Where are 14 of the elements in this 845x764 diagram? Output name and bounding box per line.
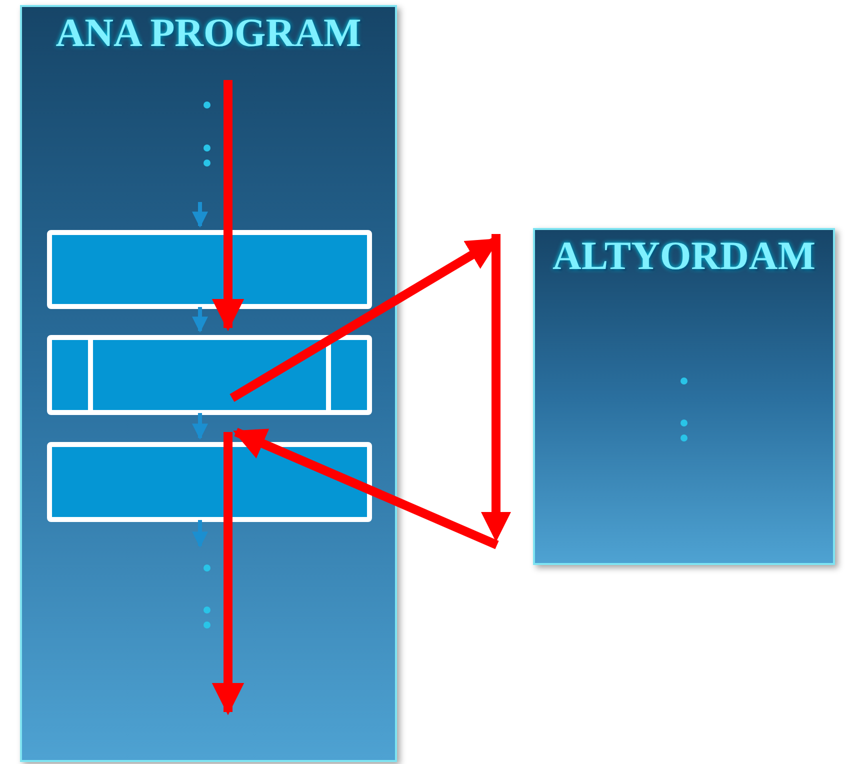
arrow [192, 202, 208, 228]
program-panel [20, 5, 397, 762]
statement-box [47, 442, 372, 522]
arrow [212, 432, 244, 716]
arrow [233, 428, 499, 550]
arrow [212, 80, 244, 332]
program-panel [533, 228, 835, 565]
arrow [192, 520, 208, 548]
panel-title: ANA PROGRAM [54, 9, 362, 57]
panel-title: ALTYORDAM [552, 232, 816, 280]
statement-box [47, 230, 372, 309]
statement-box [47, 335, 372, 415]
arrow [192, 413, 208, 440]
arrow [192, 307, 208, 333]
